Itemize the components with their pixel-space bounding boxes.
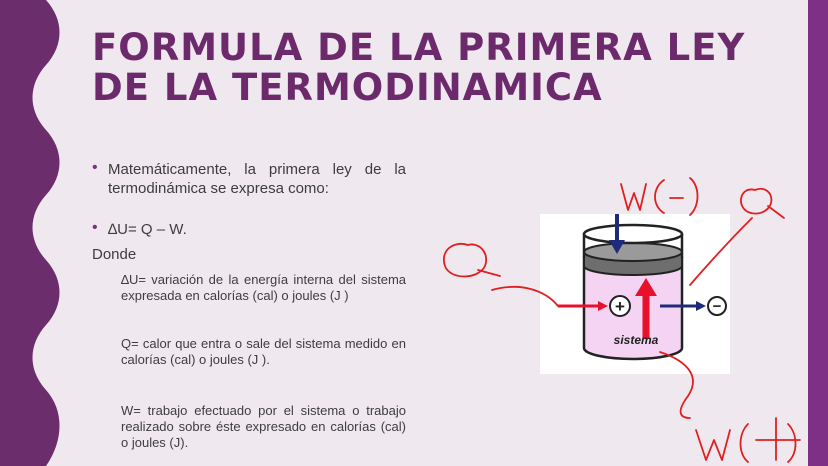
handwritten-q-left xyxy=(442,242,488,278)
definition-q: Q= calor que entra o sale del sistema me… xyxy=(121,336,406,367)
decorative-left-band xyxy=(0,0,60,466)
handwritten-q-right xyxy=(740,187,773,215)
minus-symbol: − xyxy=(713,298,722,315)
definition-delta-u: ∆U= variación de la energía interna del … xyxy=(121,272,406,303)
thermo-system-diagram: + − sistema xyxy=(540,214,730,374)
bullet-marker: • xyxy=(92,159,98,176)
definition-w: W= trabajo efectuado por el sistema o tr… xyxy=(121,403,406,450)
plus-symbol: + xyxy=(615,297,625,316)
bullet-marker: • xyxy=(92,219,98,236)
handwritten-w-positive xyxy=(695,429,731,461)
system-label: sistema xyxy=(614,333,659,347)
donde-label: Donde xyxy=(92,246,137,263)
slide-title: FORMULA DE LA PRIMERA LEY DE LA TERMODIN… xyxy=(92,26,746,109)
handwritten-w-negative xyxy=(620,183,647,211)
bullet-text-intro: Matemáticamente, la primera ley de la te… xyxy=(108,161,406,197)
formula-text: ∆U= Q – W. xyxy=(108,221,187,238)
decorative-right-band xyxy=(808,0,828,466)
